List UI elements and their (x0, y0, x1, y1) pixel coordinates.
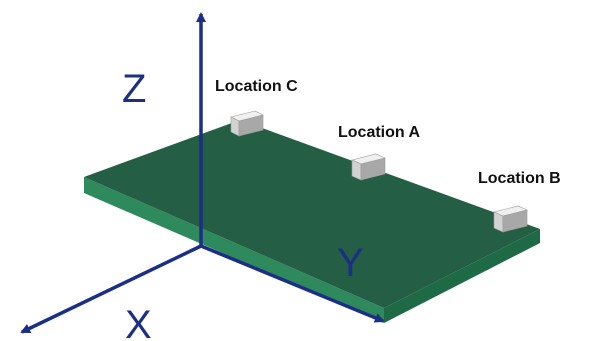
circuit-board (84, 120, 540, 323)
component-c (230, 110, 264, 137)
y-axis-label: Y (337, 241, 364, 285)
component-a (351, 153, 386, 181)
x-axis-label: X (125, 303, 152, 341)
location-b-label: Location B (478, 170, 561, 187)
x-axis (20, 244, 202, 334)
board-side-face (384, 229, 540, 323)
component-b (493, 205, 528, 233)
y-axis (200, 244, 385, 323)
location-c-label: Location C (215, 78, 298, 95)
z-axis-label: Z (122, 67, 146, 111)
board-front-face (84, 177, 384, 323)
location-a-label: Location A (338, 124, 421, 141)
board-top-face (84, 120, 540, 308)
axes (20, 12, 385, 334)
